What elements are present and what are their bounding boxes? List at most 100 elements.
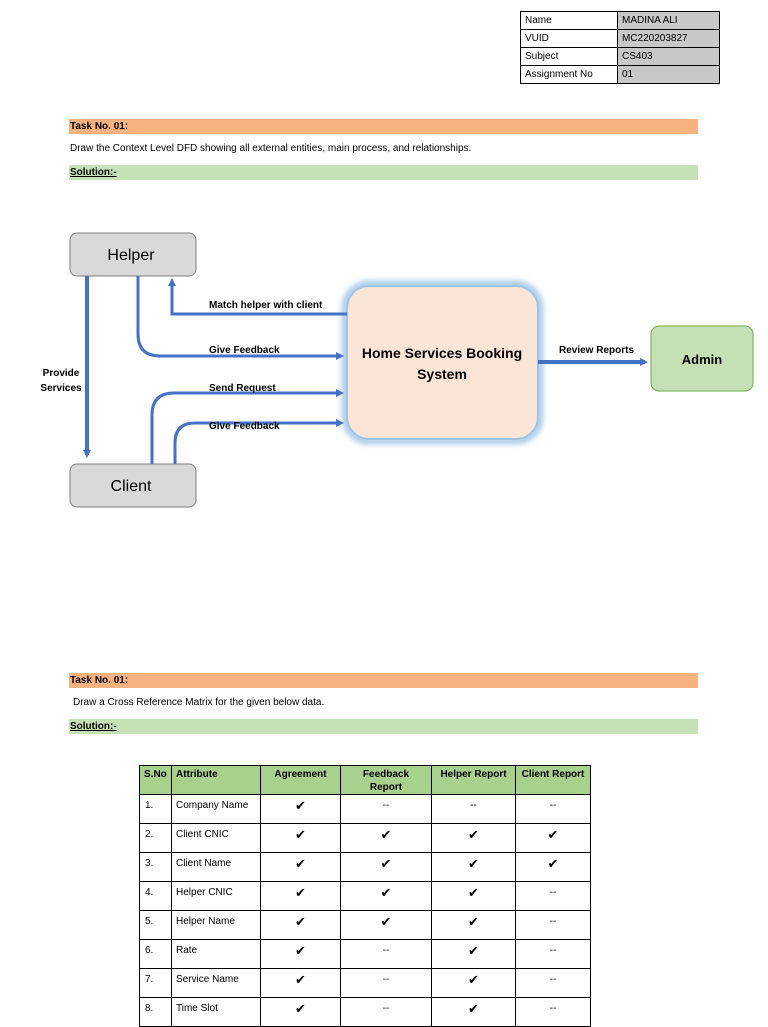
- check-icon: ✔: [468, 827, 479, 842]
- info-value: 01: [617, 65, 720, 84]
- header-sno: S.No: [139, 765, 172, 795]
- check-icon: ✔: [380, 885, 392, 900]
- table-row: 2.Client CNIC✔✔✔✔: [139, 823, 591, 853]
- cell-helper-report: ✔: [431, 881, 516, 911]
- task1-solution-label: Solution:-: [69, 165, 698, 180]
- flow-send-request-label: Send Request: [209, 383, 276, 394]
- cell-helper-report: ✔: [431, 939, 516, 969]
- flow-helper-feedback-label: Give Feedback: [209, 345, 280, 356]
- matrix-body: 1.Company Name✔------2.Client CNIC✔✔✔✔3.…: [139, 794, 591, 1027]
- task1-heading: Task No. 01:: [69, 119, 698, 134]
- cell-feedback-report: ✔: [340, 910, 432, 940]
- check-icon: ✔: [547, 856, 559, 871]
- task2-solution-label: Solution:-: [69, 719, 698, 734]
- dash-mark: --: [382, 1003, 390, 1014]
- check-icon: ✔: [547, 827, 559, 842]
- row-sno: 7.: [139, 968, 172, 998]
- flow-client-feedback-label: Give Feedback: [209, 421, 280, 432]
- client-label: Client: [111, 478, 152, 495]
- cell-client-report: --: [515, 997, 591, 1027]
- dash-mark: --: [549, 974, 557, 985]
- info-value: MADINA ALI: [617, 11, 720, 30]
- row-sno: 2.: [139, 823, 172, 853]
- dash-mark: --: [382, 945, 390, 956]
- cell-client-report: ✔: [515, 823, 591, 853]
- check-icon: ✔: [468, 1001, 479, 1016]
- check-icon: ✔: [295, 798, 306, 813]
- flow-client-feedback-arrow: [173, 419, 344, 464]
- check-icon: ✔: [380, 914, 392, 929]
- cell-client-report: --: [515, 910, 591, 940]
- cell-agreement: ✔: [260, 823, 341, 853]
- dash-mark: --: [549, 945, 557, 956]
- info-key: Subject: [520, 47, 618, 66]
- row-attribute: Client CNIC: [171, 823, 261, 853]
- student-info-table: Name MADINA ALI VUID MC220203827 Subject…: [520, 11, 720, 84]
- info-row-subject: Subject CS403: [520, 47, 720, 66]
- flow-helper-feedback-arrow: [136, 276, 344, 360]
- info-key: VUID: [520, 29, 618, 48]
- info-value: CS403: [617, 47, 720, 66]
- info-row-name: Name MADINA ALI: [520, 11, 720, 30]
- helper-label: Helper: [107, 247, 155, 264]
- header-client-report: Client Report: [515, 765, 591, 795]
- client-entity: [69, 463, 197, 508]
- flow-review-reports-label: Review Reports: [559, 345, 634, 356]
- check-icon: ✔: [295, 1001, 306, 1016]
- cell-agreement: ✔: [260, 968, 341, 998]
- context-dfd-diagram: Helper Client Home Services Booking Syst…: [40, 232, 754, 508]
- flow-provide-label-line1: Provide: [43, 368, 80, 379]
- process-label-line2: System: [417, 366, 467, 382]
- row-sno: 3.: [139, 852, 172, 882]
- row-attribute: Helper Name: [171, 910, 261, 940]
- cell-client-report: --: [515, 794, 591, 824]
- flow-provide-label-line2: Services: [40, 383, 82, 394]
- cell-feedback-report: ✔: [340, 823, 432, 853]
- check-icon: ✔: [468, 943, 479, 958]
- cell-agreement: ✔: [260, 910, 341, 940]
- row-attribute: Company Name: [171, 794, 261, 824]
- dash-mark: --: [549, 800, 557, 811]
- cell-feedback-report: --: [340, 794, 432, 824]
- cell-feedback-report: ✔: [340, 881, 432, 911]
- task2-heading: Task No. 01:: [69, 673, 698, 688]
- header-agreement: Agreement: [260, 765, 341, 795]
- header-feedback-report: Feedback Report: [340, 765, 432, 795]
- table-row: 6.Rate✔--✔--: [139, 939, 591, 969]
- check-icon: ✔: [295, 885, 306, 900]
- task1-description: Draw the Context Level DFD showing all e…: [70, 143, 472, 154]
- header-feedback-line2: Report: [369, 782, 403, 793]
- row-sno: 5.: [139, 910, 172, 940]
- table-row: 8.Time Slot✔--✔--: [139, 997, 591, 1027]
- header-helper-report: Helper Report: [431, 765, 516, 795]
- check-icon: ✔: [468, 914, 479, 929]
- table-row: 1.Company Name✔------: [139, 794, 591, 824]
- dash-mark: --: [549, 1003, 557, 1014]
- info-key: Name: [520, 11, 618, 30]
- cell-agreement: ✔: [260, 939, 341, 969]
- cell-agreement: ✔: [260, 794, 341, 824]
- matrix-header-row: S.No Attribute Agreement Feedback Report…: [139, 765, 591, 795]
- cell-helper-report: ✔: [431, 997, 516, 1027]
- cell-helper-report: ✔: [431, 910, 516, 940]
- info-row-vuid: VUID MC220203827: [520, 29, 720, 48]
- dash-mark: --: [382, 800, 390, 811]
- check-icon: ✔: [295, 943, 306, 958]
- cell-client-report: ✔: [515, 852, 591, 882]
- row-sno: 1.: [139, 794, 172, 824]
- check-icon: ✔: [380, 827, 392, 842]
- info-row-assignment: Assignment No 01: [520, 65, 720, 84]
- helper-entity: [69, 232, 197, 277]
- cell-agreement: ✔: [260, 881, 341, 911]
- process-system: [346, 285, 539, 440]
- info-value: MC220203827: [617, 29, 720, 48]
- flow-match-label: Match helper with client: [209, 300, 323, 311]
- row-sno: 4.: [139, 881, 172, 911]
- info-key: Assignment No: [520, 65, 618, 84]
- admin-label: Admin: [682, 352, 723, 367]
- dash-mark: --: [382, 974, 390, 985]
- check-icon: ✔: [380, 856, 392, 871]
- cell-agreement: ✔: [260, 997, 341, 1027]
- check-icon: ✔: [468, 885, 479, 900]
- check-icon: ✔: [468, 856, 479, 871]
